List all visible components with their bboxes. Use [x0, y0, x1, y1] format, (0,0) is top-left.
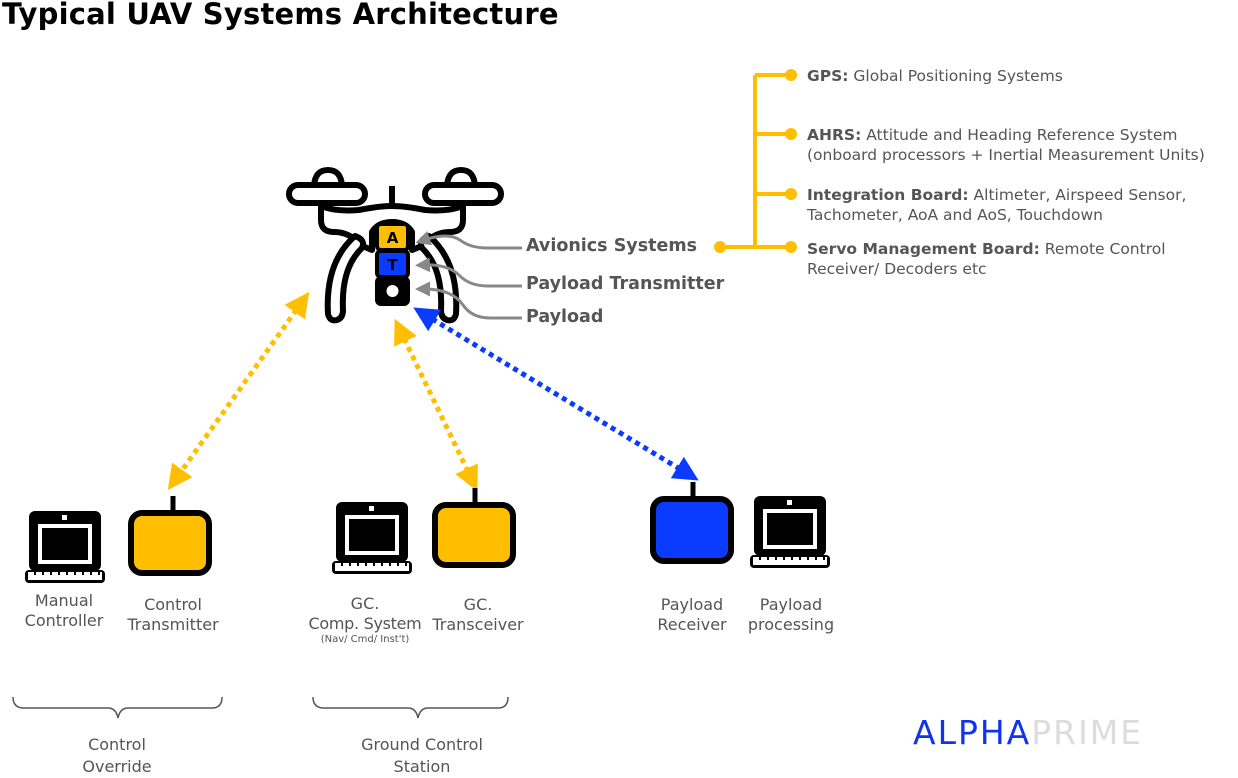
tree-desc: Remote Control: [1044, 240, 1166, 258]
label-line: Controller: [24, 611, 104, 630]
tree-item-servo-management-board: Servo Management Board: Remote Control R…: [807, 239, 1166, 279]
control-transmitter-radio-icon: [128, 496, 212, 576]
label-line: Receiver: [657, 615, 727, 634]
payload-processing-label: Payload processing: [731, 595, 851, 635]
payload-camera-badge: [375, 276, 410, 306]
gc-transceiver-label: GC. Transceiver: [418, 595, 538, 635]
tree-item-gps: GPS: Global Positioning Systems: [807, 66, 1063, 86]
payload-transmitter-badge: T: [375, 249, 410, 279]
avionics-tree-connector: [714, 69, 797, 253]
tree-term: GPS:: [807, 67, 849, 85]
drone-leg-left: [324, 233, 367, 324]
avionics-badge: A: [375, 222, 410, 252]
logo-part-prime: PRIME: [1031, 713, 1144, 752]
label-line: Transmitter: [127, 615, 219, 634]
label-line: GC.: [463, 595, 493, 614]
gc-comp-system-laptop-icon: [332, 502, 412, 574]
payload-receiver-radio-icon: [650, 482, 734, 564]
drone-leg-right: [417, 233, 460, 324]
label-line: Control: [144, 595, 202, 614]
manual-controller-laptop-icon: [25, 511, 105, 583]
propeller-left: [286, 166, 368, 206]
link-drone-control-transmitter: [167, 291, 310, 491]
tree-desc: Global Positioning Systems: [853, 67, 1063, 85]
tree-item-integration-board: Integration Board: Altimeter, Airspeed S…: [807, 185, 1186, 225]
tree-desc: Altimeter, Airspeed Sensor,: [973, 186, 1187, 204]
gc-comp-system-label: GC. Comp. System (Nav/ Cmd/ Inst't): [300, 594, 430, 646]
tree-term: AHRS:: [807, 126, 862, 144]
ground-control-station-label: Ground Control Station: [352, 734, 492, 778]
label-line: Comp. System: [308, 614, 422, 633]
control-override-brace: [12, 696, 223, 719]
manual-controller-label: Manual Controller: [4, 591, 124, 631]
tree-term: Servo Management Board:: [807, 240, 1040, 258]
link-drone-gc-transceiver: [394, 318, 478, 492]
avionics-systems-label: Avionics Systems: [526, 236, 698, 256]
ground-control-station-brace: [312, 696, 509, 719]
gc-transceiver-radio-icon: [432, 488, 516, 568]
label-subline: (Nav/ Cmd/ Inst't): [320, 634, 410, 645]
label-line: processing: [747, 615, 835, 634]
label-line: Payload: [660, 595, 724, 614]
label-line: Payload: [759, 595, 823, 614]
label-line: Override: [82, 757, 152, 776]
tree-desc: (onboard processors + Inertial Measureme…: [807, 146, 1205, 164]
tree-desc: Tachometer, AoA and AoS, Touchdown: [807, 206, 1103, 224]
alphaprime-logo: ALPHAPRIME: [913, 713, 1143, 752]
tree-item-ahrs: AHRS: Attitude and Heading Reference Sys…: [807, 125, 1205, 165]
page-title: Typical UAV Systems Architecture: [2, 0, 559, 31]
label-line: Station: [393, 757, 451, 776]
payload-receiver-label: Payload Receiver: [632, 595, 752, 635]
payload-transmitter-leader-line: [415, 257, 522, 288]
label-line: GC.: [350, 594, 380, 613]
avionics-leader-line: [415, 230, 522, 250]
tree-desc: Receiver/ Decoders etc: [807, 260, 987, 278]
payload-label: Payload: [526, 307, 604, 327]
payload-transmitter-label: Payload Transmitter: [526, 274, 725, 294]
logo-part-alpha: ALPHA: [913, 713, 1032, 752]
label-line: Manual: [34, 591, 94, 610]
svg-text:T: T: [387, 256, 398, 274]
avionics-tree-root-dot: [714, 241, 726, 253]
tree-term: Integration Board:: [807, 186, 969, 204]
tree-desc: Attitude and Heading Reference System: [866, 126, 1178, 144]
control-transmitter-label: Control Transmitter: [113, 595, 233, 635]
label-line: Ground Control: [361, 735, 483, 754]
link-payload-receiver: [413, 307, 699, 481]
label-line: Control: [88, 735, 146, 754]
propeller-right: [422, 166, 504, 206]
svg-text:A: A: [387, 229, 399, 247]
control-override-label: Control Override: [57, 734, 177, 778]
label-line: Transceiver: [432, 615, 524, 634]
payload-processing-laptop-icon: [750, 496, 830, 568]
